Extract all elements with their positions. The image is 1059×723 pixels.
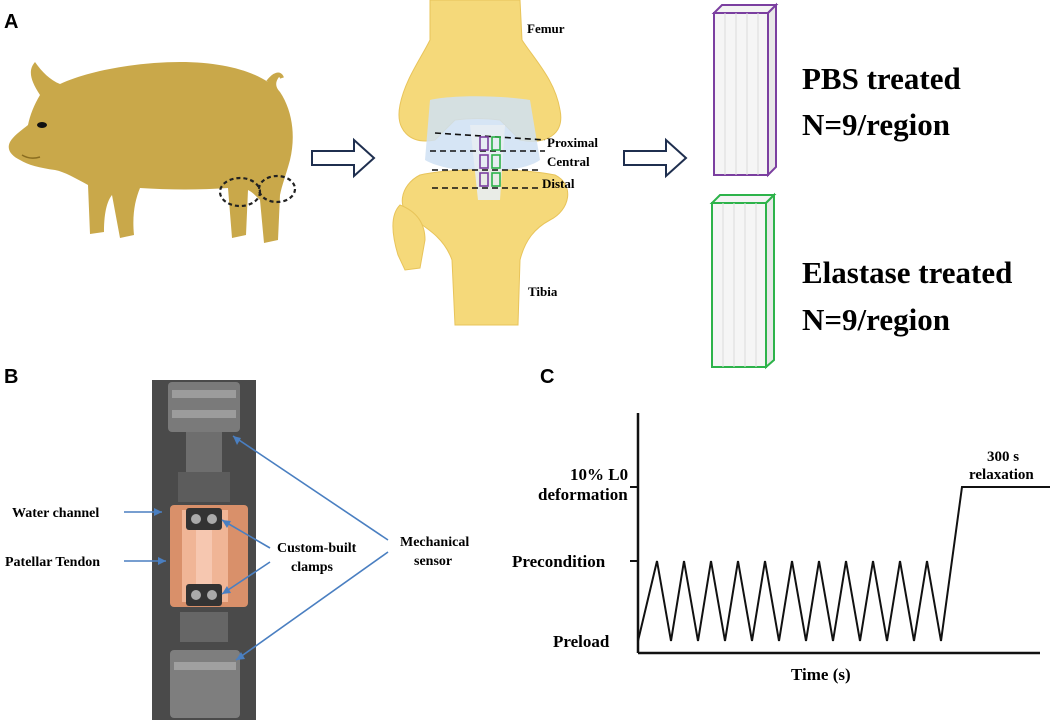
pbs-group-n: N=9/region [802,107,950,142]
elastase-group-n: N=9/region [802,302,950,337]
panel-a-letter: A [4,11,18,33]
panel-c-letter: C [540,366,554,388]
protocol-waveform [637,486,1050,642]
knee-circle-right [257,174,297,204]
femur-label: Femur [527,21,565,36]
sample-pbs-proximal [479,136,489,151]
ylabel-precondition: Precondition [512,552,606,571]
pbs-sample-block [711,2,779,178]
ylabel-preload: Preload [553,632,610,651]
pbs-group-title: PBS treated [802,61,961,96]
proximal-label: Proximal [547,135,598,150]
clamps-label-line1: Custom-built [277,541,357,556]
sensor-label-line1: Mechanical [400,535,469,550]
loading-protocol-plot [630,413,1050,655]
sample-elastase-proximal [491,136,501,151]
sample-pbs-central [479,154,489,169]
knee-illustration [392,0,569,326]
ylabel-deformation-line2: deformation [538,485,628,504]
elastase-sample-block [709,192,777,370]
pig-body [8,62,293,243]
panel-b-letter: B [4,366,18,388]
water-channel-label: Water channel [12,506,99,521]
pig-tail [266,72,284,84]
rig-pointer-arrows [124,435,389,661]
tibia-label: Tibia [528,284,558,299]
sensor-label-line2: sensor [414,554,452,569]
sample-pbs-distal [479,172,489,187]
distal-label: Distal [542,176,575,191]
patellar-tendon-label: Patellar Tendon [5,555,100,570]
ylabel-deformation-line1: 10% L0 [570,465,628,484]
test-rig-photo [152,380,256,720]
pig-eye [37,122,47,128]
relaxation-label-line2: relaxation [969,467,1034,483]
xlabel-time: Time (s) [791,665,851,684]
pig-mouth [21,154,41,159]
flow-arrow-1 [311,137,376,179]
fibula-bone [392,204,426,271]
sample-elastase-central [491,154,501,169]
cut-line-proximal [434,132,546,141]
flow-arrow-2 [623,137,688,179]
relaxation-label-line1: 300 s [987,449,1019,465]
sample-elastase-distal [491,172,501,187]
elastase-group-title: Elastase treated [802,255,1012,290]
pig-illustration [8,62,297,243]
central-label: Central [547,154,590,169]
clamps-label-line2: clamps [291,560,334,575]
